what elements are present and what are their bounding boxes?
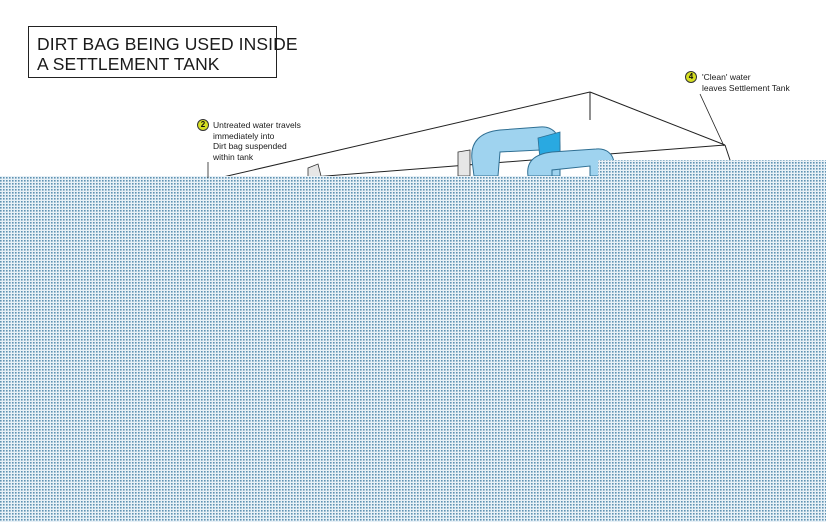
callout-2-line-2: immediately into: [213, 130, 275, 141]
callout-2-line-1: Untreated water travels: [213, 120, 301, 130]
callout-4-line-1: 'Clean' water: [702, 72, 751, 82]
diagram-title-box: DIRT BAG BEING USED INSIDE A SETTLEMENT …: [28, 26, 298, 78]
callout-4-line-2: leaves Settlement Tank: [702, 82, 790, 93]
callout-2-line-3: Dirt bag suspended: [213, 141, 287, 151]
title-line-2: A SETTLEMENT TANK: [37, 54, 220, 74]
step-2-badge: 2: [197, 119, 209, 131]
callout-step-2: Untreated water travels immediately into…: [213, 120, 301, 162]
step-4-badge: 4: [685, 71, 697, 83]
tank-outline: [209, 91, 731, 181]
callout-leaders: [207, 93, 725, 178]
callout-step-4: 'Clean' water leaves Settlement Tank: [702, 72, 790, 93]
water-body: [0, 160, 826, 522]
title-line-1: DIRT BAG BEING USED INSIDE: [37, 34, 298, 54]
callout-2-line-4: within tank: [213, 151, 254, 162]
